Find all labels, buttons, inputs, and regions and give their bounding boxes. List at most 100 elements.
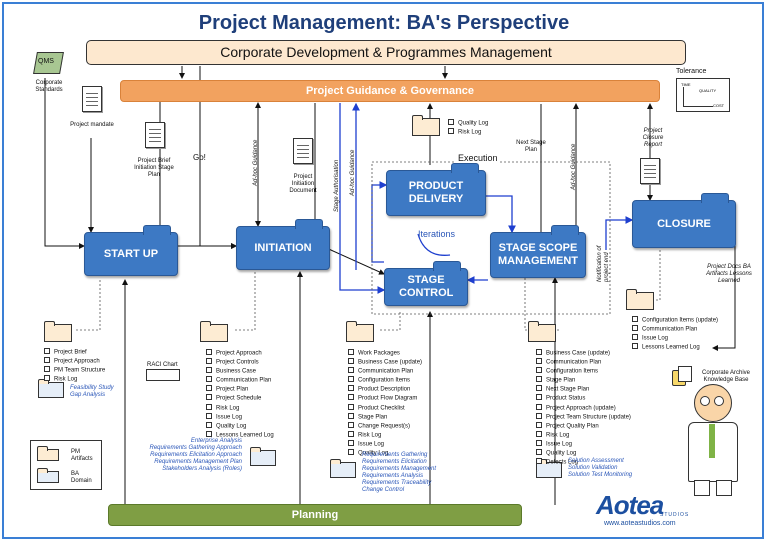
list-item: Communication Plan <box>206 376 274 385</box>
list-item: Risk Log <box>348 431 422 440</box>
cartoon-character-icon <box>682 384 742 496</box>
stage-control-box[interactable]: STAGE CONTROL <box>384 261 468 306</box>
tolerance-quality: QUALITY <box>699 88 717 93</box>
list-item: Configuration Items (update) <box>632 316 718 325</box>
initiation-box[interactable]: INITIATION <box>236 219 330 270</box>
closure-artifact-list: Configuration Items (update)Communicatio… <box>632 316 718 352</box>
tolerance-widget: TIME QUALITY COST <box>676 78 730 112</box>
list-item: Communication Plan <box>632 325 718 334</box>
adhoc-guidance-label: Ad-hoc Guidance <box>571 143 577 190</box>
legend-ba-label: BA Domain <box>71 471 92 484</box>
qms-folder: QMS <box>32 52 64 74</box>
list-item: Business Case (update) <box>536 349 631 358</box>
corporate-bar: Corporate Development & Programmes Manag… <box>86 40 686 65</box>
raci-chart-label: RACI Chart <box>147 362 178 368</box>
initiation-label: INITIATION <box>254 241 312 254</box>
closure-label: CLOSURE <box>657 217 711 230</box>
ba-domain-folder <box>250 447 276 466</box>
list-item: Project Approach <box>44 357 105 366</box>
start-up-label: START UP <box>103 247 159 260</box>
ba-list-item: Requirements Management Plan <box>154 459 242 465</box>
ba-list-item: Requirements Management <box>362 466 437 472</box>
list-item: Stage Plan <box>536 376 631 385</box>
list-item: Project Controls <box>206 358 274 367</box>
list-item: Quality Log <box>448 119 488 128</box>
list-item: Issue Log <box>536 440 631 449</box>
tolerance-time: TIME <box>681 82 691 87</box>
stage-authorisation-label: Stage Authorisation <box>334 159 340 212</box>
legend: PM Artifacts BA Domain <box>30 440 102 490</box>
list-item: PM Team Structure <box>44 366 105 375</box>
pm-artifact-folder <box>528 321 556 342</box>
product-delivery-box[interactable]: PRODUCT DELIVERY <box>386 163 486 216</box>
corporate-standards-label: Corporate Standards <box>35 80 63 93</box>
list-item: Project Team Structure (update) <box>536 413 631 422</box>
list-item: Issue Log <box>632 334 718 343</box>
notification-label: Notification of project end <box>597 245 610 282</box>
list-item: Project Approach (update) <box>536 404 631 413</box>
list-item: Change Request(s) <box>348 422 422 431</box>
list-item: Lessons Learned Log <box>632 343 718 352</box>
raci-chart-icon <box>146 369 180 381</box>
ba-list-item: Feasibility Study <box>70 385 114 391</box>
stage-scope-box[interactable]: STAGE SCOPE MANAGEMENT <box>490 225 586 278</box>
list-item: Quality Log <box>348 449 422 458</box>
brand-url: www.aoteastudios.com <box>604 520 676 527</box>
list-item: Risk Log <box>448 128 488 137</box>
project-brief-doc-label: Project Brief Initiation Stage Plan <box>134 158 174 178</box>
start-up-box[interactable]: START UP <box>84 225 178 276</box>
ba-list-item: Stakeholders Analysis (Roles) <box>162 466 242 472</box>
ba-domain-folder <box>38 379 64 398</box>
ba-list-item: Requirements Gathering <box>362 452 428 458</box>
brand-name: Aotea <box>596 490 664 520</box>
execution-label: Execution <box>456 153 500 163</box>
pm-artifact-folder <box>44 321 72 342</box>
list-item: Project Brief <box>44 348 105 357</box>
list-item: Project Plan <box>206 385 274 394</box>
adhoc-guidance-label: Ad-hoc Guidance <box>350 149 356 196</box>
list-item: Stage Plan <box>348 413 422 422</box>
closure-box[interactable]: CLOSURE <box>632 193 736 248</box>
list-item: Business Case <box>206 367 274 376</box>
pm-artifact-folder <box>626 289 654 310</box>
list-item: Issue Log <box>206 413 274 422</box>
list-item: Product Description <box>348 385 422 394</box>
list-item: Defects Log <box>536 458 631 467</box>
list-item: Project Approach <box>206 349 274 358</box>
brand-sub: STUDIOS <box>660 512 690 518</box>
pm-artifact-folder <box>412 115 440 136</box>
list-item: Communication Plan <box>536 358 631 367</box>
adhoc-guidance-label: Ad-hoc Guidance <box>253 139 259 186</box>
document-icon <box>293 138 313 164</box>
list-item: Configuration Items <box>536 367 631 376</box>
tolerance-title: Tolerance <box>676 68 707 75</box>
qms-label: QMS <box>38 58 54 65</box>
next-stage-plan-label: Next Stage Plan <box>516 140 546 153</box>
list-item: Project Quality Plan <box>536 422 631 431</box>
list-item: Configuration Items <box>348 376 422 385</box>
project-mandate-label: Project mandate <box>70 122 114 128</box>
planning-bar: Planning <box>108 504 522 526</box>
ba-list-item: Requirements Elicitation <box>362 459 427 465</box>
list-item: Lessons Learned Log <box>206 431 274 440</box>
pm-artifact-folder <box>346 321 374 342</box>
pid-doc-label: Project Initiation Document <box>289 174 317 194</box>
list-item: Project Schedule <box>206 394 274 403</box>
ba-list-item: Requirements Gathering Approach <box>149 445 243 451</box>
list-item: Issue Log <box>348 440 422 449</box>
ba-list-item: Requirements Elicitation Approach <box>150 452 242 458</box>
list-item: Product Checklist <box>348 404 422 413</box>
tolerance-cost: COST <box>713 103 725 108</box>
list-item: Business Case (update) <box>348 358 422 367</box>
list-item: Quality Log <box>206 422 274 431</box>
